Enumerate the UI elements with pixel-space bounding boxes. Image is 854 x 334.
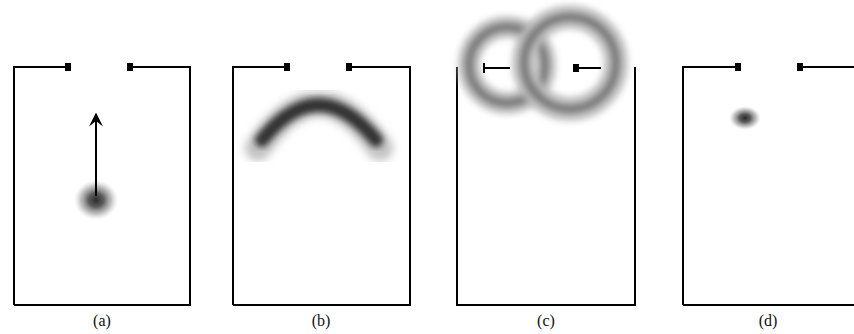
position-estimate: [729, 106, 761, 130]
door-post: [735, 63, 741, 71]
belief-arc: [262, 105, 376, 140]
door-post: [284, 63, 290, 71]
room-wall: [800, 66, 854, 68]
room-outlines: [14, 67, 854, 305]
door-posts: [484, 63, 601, 73]
door-post: [127, 63, 133, 71]
room-wall: [233, 67, 410, 305]
door-post: [797, 63, 803, 71]
motion-arrow: [95, 114, 97, 196]
room-wall: [14, 67, 68, 305]
door-post: [346, 63, 352, 71]
belief-arc: [258, 104, 380, 148]
room-wall: [233, 67, 287, 305]
panel-label: (b): [312, 312, 331, 330]
room-wall: [14, 67, 190, 305]
room-wall: [683, 67, 738, 305]
panel-label: (d): [759, 312, 778, 330]
panel-label: (c): [537, 312, 555, 330]
panel-label: (a): [93, 312, 111, 330]
room-wall: [683, 304, 854, 306]
door-post: [65, 63, 71, 71]
range-rings: [469, 17, 616, 109]
door-posts: [65, 63, 803, 71]
